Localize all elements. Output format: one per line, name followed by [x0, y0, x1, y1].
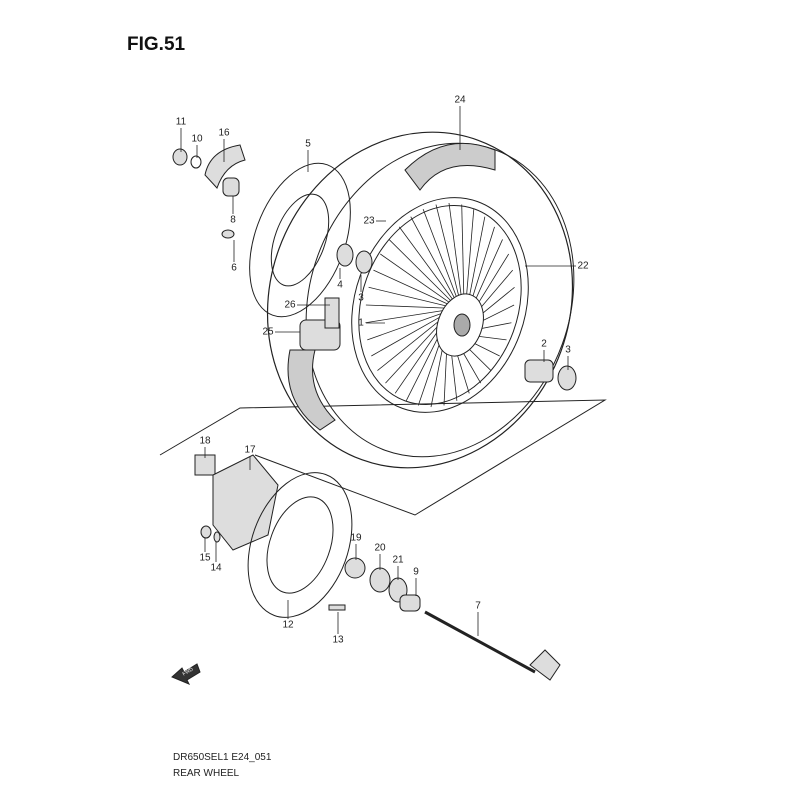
axle: [424, 610, 536, 674]
figure-title: FIG.51: [127, 34, 186, 55]
spoke: [377, 315, 446, 371]
spoke: [368, 286, 452, 308]
fwd-arrow-icon: [171, 663, 201, 685]
callout-22: 22: [577, 260, 589, 272]
callout-2: 2: [541, 338, 547, 350]
sprocket: [247, 472, 353, 618]
rim-spokes: [351, 197, 529, 413]
callout-7: 7: [475, 600, 481, 612]
callout-21: 21: [392, 554, 404, 566]
callout-1: 1: [358, 317, 364, 329]
callout-9: 9: [413, 566, 419, 578]
callout-5: 5: [305, 138, 311, 150]
spoke: [435, 204, 463, 311]
callout-23: 23: [363, 215, 375, 227]
spoke: [367, 311, 448, 341]
callout-4: 4: [337, 279, 343, 291]
callout-12: 12: [282, 619, 294, 631]
small-parts: [172, 144, 577, 681]
spoke: [380, 253, 455, 307]
spoke: [365, 309, 449, 324]
callout-10: 10: [191, 133, 203, 145]
callout-16: 16: [218, 127, 230, 139]
spoke: [410, 216, 460, 308]
leader-lines: [180, 106, 576, 636]
callout-11: 11: [175, 116, 187, 128]
callout-6: 6: [231, 262, 237, 274]
assembly-outline: [159, 399, 607, 516]
callout-15: 15: [199, 552, 211, 564]
callout-3: 3: [358, 292, 364, 304]
callout-26: 26: [284, 299, 296, 311]
spoke: [398, 226, 459, 307]
callout-20: 20: [374, 542, 386, 554]
callout-13: 13: [332, 634, 344, 646]
tire: [266, 131, 575, 469]
spoke: [371, 313, 447, 357]
callout-3b: 3: [565, 344, 571, 356]
spoke: [365, 304, 450, 309]
spoke: [373, 269, 453, 307]
callout-18: 18: [199, 435, 211, 447]
figure-code: DR650SEL1 E24_051: [173, 752, 272, 763]
callout-17: 17: [244, 444, 256, 456]
callout-25: 25: [262, 326, 274, 338]
callout-14: 14: [210, 562, 222, 574]
brake-disc: [249, 162, 351, 318]
spoke: [422, 209, 462, 310]
spoke: [385, 317, 446, 384]
callout-8: 8: [230, 214, 236, 226]
spoke: [388, 239, 457, 307]
callout-24: 24: [454, 94, 466, 106]
figure-name: REAR WHEEL: [173, 768, 240, 779]
callout-19: 19: [350, 532, 362, 544]
